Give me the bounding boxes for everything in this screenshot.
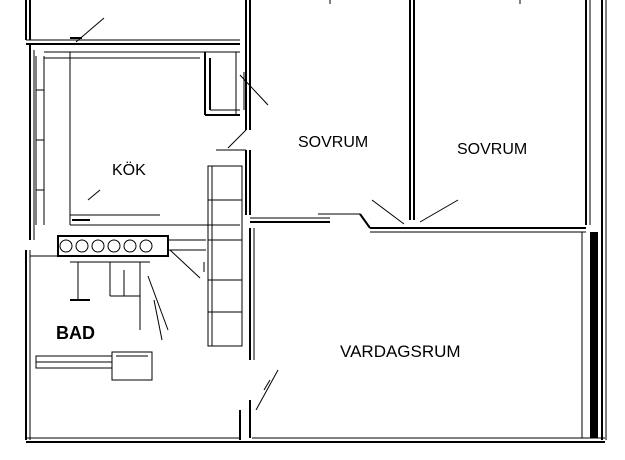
room-label-sovrum-right: SOVRUM xyxy=(457,141,527,158)
door-swings xyxy=(255,199,470,411)
bathroom-fixtures xyxy=(30,249,205,381)
room-label-sovrum-left: SOVRUM xyxy=(298,134,368,151)
room-label-vardagsrum: VARDAGSRUM xyxy=(340,342,461,361)
kitchen-fixtures xyxy=(35,17,269,347)
room-label-bad: BAD xyxy=(56,323,95,343)
room-labels: KÖK SOVRUM SOVRUM BAD VARDAGSRUM xyxy=(56,134,527,361)
room-label-kok: KÖK xyxy=(112,161,146,179)
walls xyxy=(25,0,607,443)
